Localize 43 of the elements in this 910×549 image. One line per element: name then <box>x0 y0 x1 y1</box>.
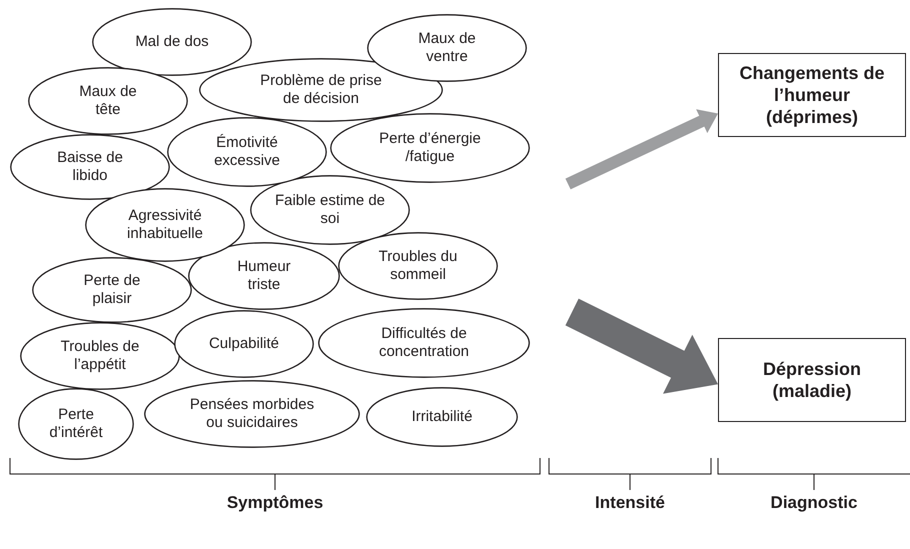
symptom-ellipse <box>338 232 498 300</box>
symptom-label: Problème de prise de décision <box>259 72 383 108</box>
symptom-ellipse <box>32 257 192 323</box>
symptom-ellipse <box>18 388 134 460</box>
diagnosis-box <box>718 53 906 137</box>
symptom-label: Difficultés de concentration <box>378 325 470 361</box>
symptom-label: Faible estime de soi <box>274 192 386 228</box>
diagnosis-label: Changements de l’humeur (déprimes) <box>738 62 886 128</box>
symptom-label: Perte d’énergie /fatigue <box>378 130 482 166</box>
axis-caption: Intensité <box>595 493 665 513</box>
symptom-label: Troubles de l’appétit <box>60 338 140 374</box>
symptom-ellipse <box>20 322 180 390</box>
symptom-label: Mal de dos <box>135 33 209 51</box>
axis-caption: Diagnostic <box>770 493 858 513</box>
symptom-ellipse <box>167 117 327 187</box>
symptom-ellipse <box>318 308 530 378</box>
arrow <box>565 109 718 190</box>
symptom-label: Perte de plaisir <box>82 272 142 308</box>
symptom-ellipse <box>92 8 252 76</box>
axis-caption: Symptômes <box>226 493 324 513</box>
symptom-ellipse <box>250 175 410 245</box>
symptom-label: Perte d’intérêt <box>48 406 104 442</box>
arrow <box>565 298 718 394</box>
diagnosis-box <box>718 338 906 422</box>
symptom-ellipse <box>10 134 170 200</box>
symptom-label: Humeur triste <box>236 258 292 294</box>
symptom-ellipse <box>144 380 360 448</box>
symptom-ellipse <box>188 242 340 310</box>
symptom-ellipse <box>174 310 314 378</box>
symptom-label: Culpabilité <box>208 335 280 353</box>
diagnosis-label: Dépression (maladie) <box>762 358 862 402</box>
symptom-label: Pensées morbides ou suicidaires <box>188 396 316 432</box>
symptom-label: Maux de ventre <box>417 30 477 66</box>
symptom-label: Irritabilité <box>412 408 472 426</box>
symptom-label: Agressivité inhabituelle <box>126 207 204 243</box>
symptom-ellipse <box>28 67 188 135</box>
symptom-ellipse <box>366 387 518 447</box>
symptom-label: Émotivité excessive <box>213 134 281 170</box>
symptom-ellipse <box>85 188 245 262</box>
symptom-label: Maux de tête <box>78 83 138 119</box>
symptom-label: Baisse de libido <box>56 149 124 185</box>
symptom-label: Troubles du sommeil <box>378 248 458 284</box>
symptom-ellipse <box>330 113 530 183</box>
